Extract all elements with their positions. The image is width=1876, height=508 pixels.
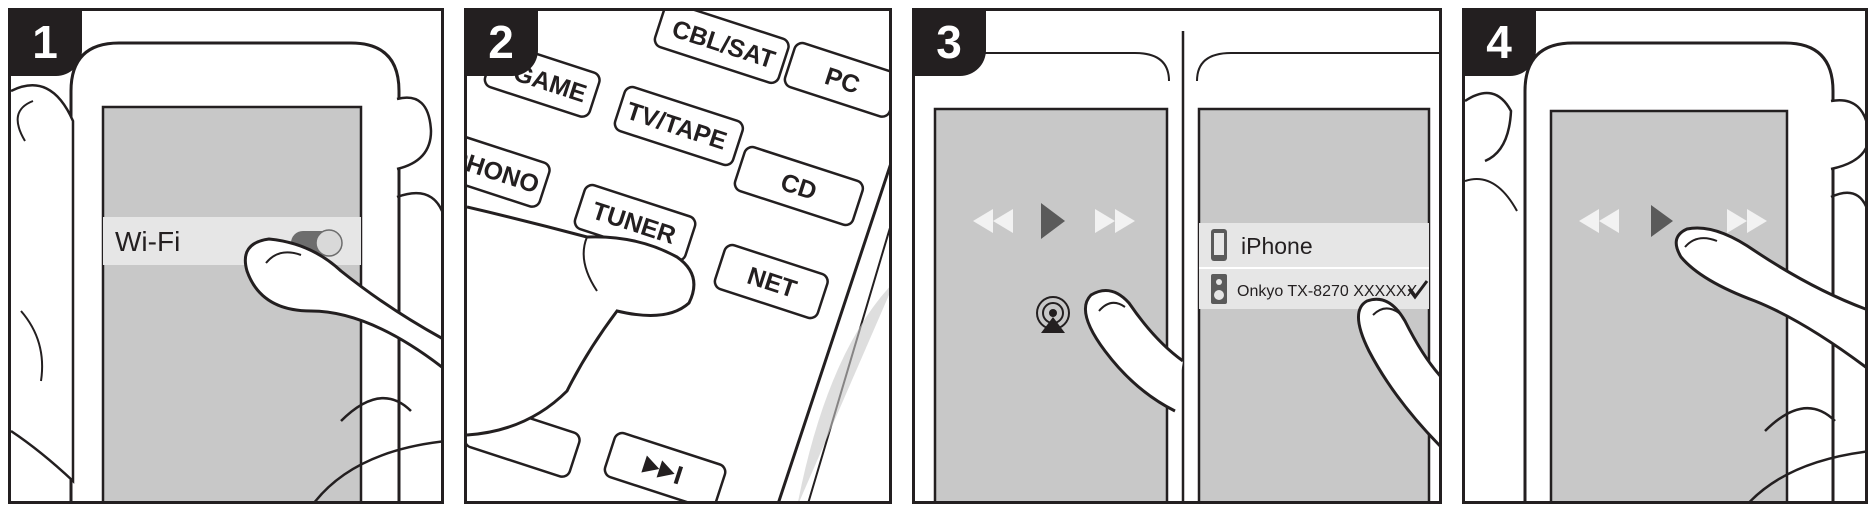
speaker-icon [1211, 274, 1227, 304]
remote-key-cbl-sat[interactable] [653, 11, 791, 85]
step-3-badge: 3 [915, 11, 986, 76]
step-1-badge: 1 [11, 11, 82, 76]
playback-screen [1549, 109, 1789, 501]
remote-key-phono[interactable] [467, 131, 552, 209]
phone-icon [1211, 229, 1227, 261]
step-2-panel: 2 GAME CBL/SAT PC TV/TAPE PHONO [464, 8, 892, 504]
step-2-illustration: GAME CBL/SAT PC TV/TAPE PHONO CD [467, 11, 892, 501]
pressing-finger [243, 237, 441, 369]
checkmark-icon [1407, 280, 1429, 300]
pressing-finger-left [1083, 289, 1184, 413]
fast-forward-icon[interactable] [1727, 209, 1767, 233]
remote-key-net[interactable] [713, 243, 830, 320]
step-1-panel: 1 Wi-Fi [8, 8, 444, 504]
remote-key-pc[interactable] [783, 41, 892, 119]
skip-next-icon [641, 455, 675, 478]
step-3-illustration: iPhone Onkyo TX-8270 XXXXXX [915, 31, 1439, 501]
rewind-icon[interactable] [1579, 209, 1619, 233]
remote-key-tv-tape[interactable] [613, 85, 745, 167]
pressing-finger [1674, 226, 1865, 369]
step-3-panel: 3 iPhone [912, 8, 1442, 504]
rewind-icon[interactable] [973, 209, 1013, 233]
pressing-thumb [467, 205, 696, 437]
play-icon[interactable] [1651, 205, 1673, 237]
step-2-badge: 2 [467, 11, 538, 76]
step-4-illustration [1465, 41, 1865, 501]
pressing-finger-right [1357, 297, 1439, 448]
fast-forward-icon[interactable] [1095, 209, 1135, 233]
step-4-panel: 4 [1462, 8, 1868, 504]
remote-key-cd[interactable] [733, 145, 865, 227]
wifi-label: Wi-Fi [115, 226, 180, 257]
airplay-icon[interactable] [1036, 296, 1070, 333]
device-row-iphone[interactable] [1199, 223, 1429, 267]
device-name-receiver: Onkyo TX-8270 XXXXXX [1237, 283, 1418, 300]
left-hand [11, 84, 75, 484]
step-4-badge: 4 [1465, 11, 1536, 76]
device-name-iphone: iPhone [1241, 233, 1313, 259]
step-1-illustration: Wi-Fi [11, 41, 441, 501]
play-icon[interactable] [1041, 203, 1065, 239]
